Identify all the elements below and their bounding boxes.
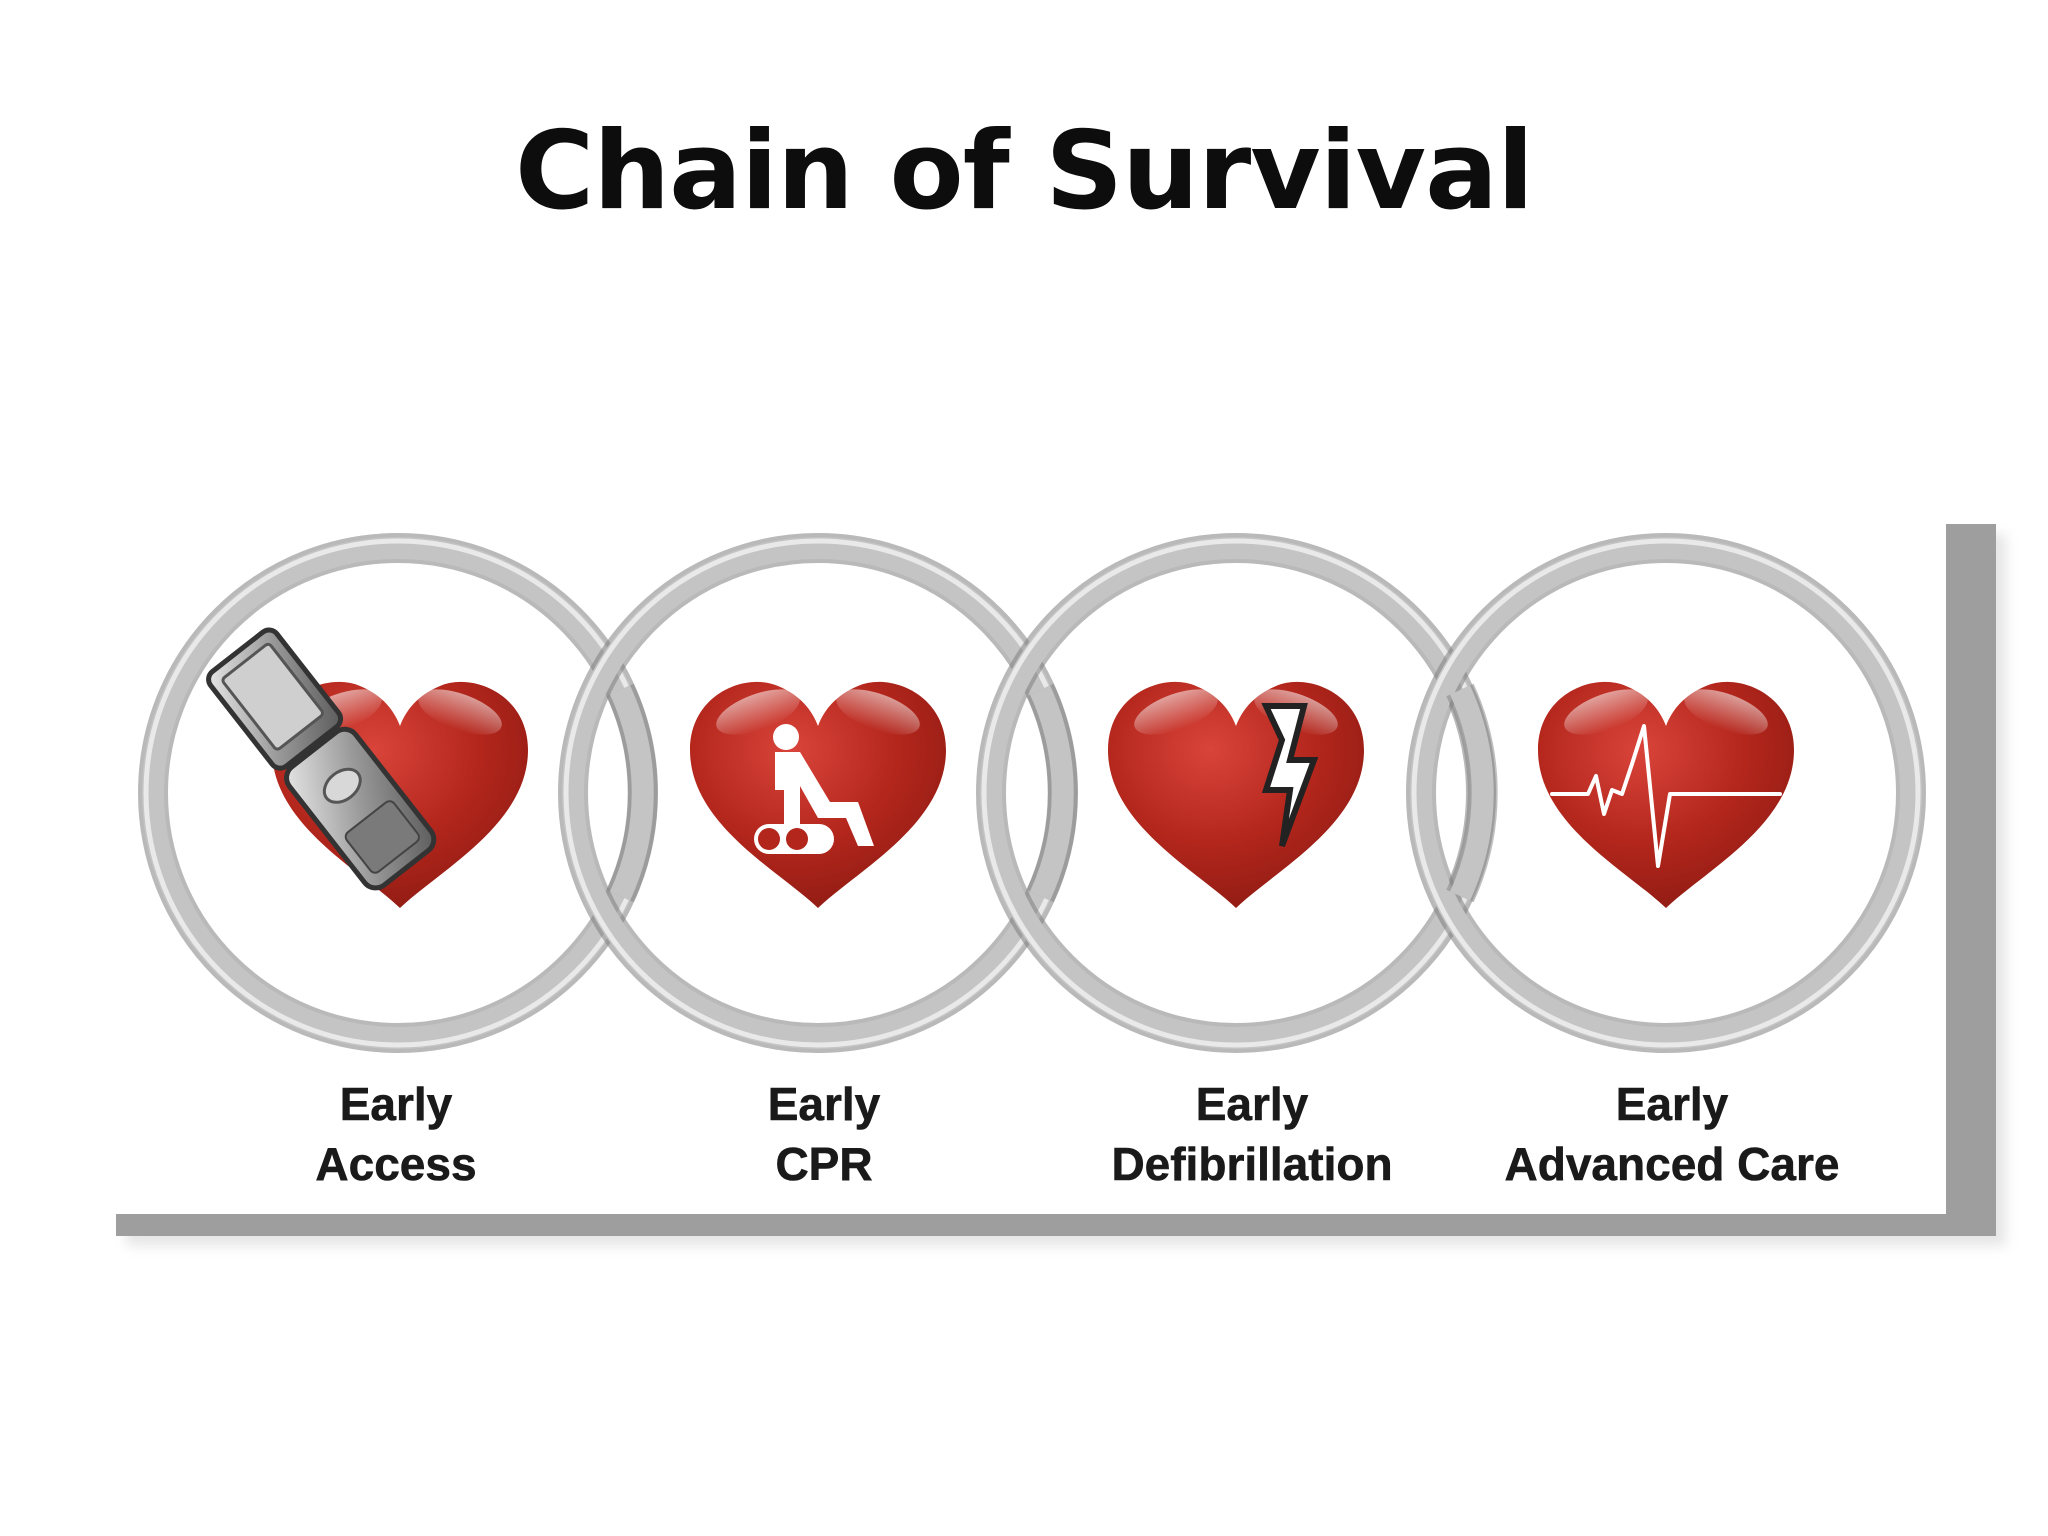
chain-interlock-overlaps <box>606 683 1498 903</box>
cpr-person-icon <box>754 724 874 854</box>
link-label-line1: Early <box>1195 1078 1309 1131</box>
phone-icon <box>206 627 437 891</box>
link-label-line1: Early <box>1615 1078 1729 1131</box>
link-label-line2: Defibrillation <box>1111 1138 1393 1191</box>
link-label-line2: Advanced Care <box>1504 1138 1840 1191</box>
link-label-advanced-care: Early Advanced Care <box>1462 1074 1882 1194</box>
chain-ring-4 <box>1406 533 1926 1053</box>
heartbeat-line-icon <box>1550 724 1782 868</box>
link-label-line1: Early <box>767 1078 881 1131</box>
heart-icon-cpr <box>690 681 946 908</box>
lightning-bolt-icon <box>1261 703 1319 848</box>
link-label-line2: CPR <box>775 1138 873 1191</box>
link-label-line1: Early <box>339 1078 453 1131</box>
link-label-line2: Access <box>315 1138 477 1191</box>
link-label-defibrillation: Early Defibrillation <box>1042 1074 1462 1194</box>
heart-icon-defibrillation <box>1108 681 1364 908</box>
link-label-cpr: Early CPR <box>614 1074 1034 1194</box>
link-label-access: Early Access <box>186 1074 606 1194</box>
slide-title: Chain of Survival <box>515 109 1534 234</box>
heart-icon-advanced-care <box>1538 681 1794 908</box>
